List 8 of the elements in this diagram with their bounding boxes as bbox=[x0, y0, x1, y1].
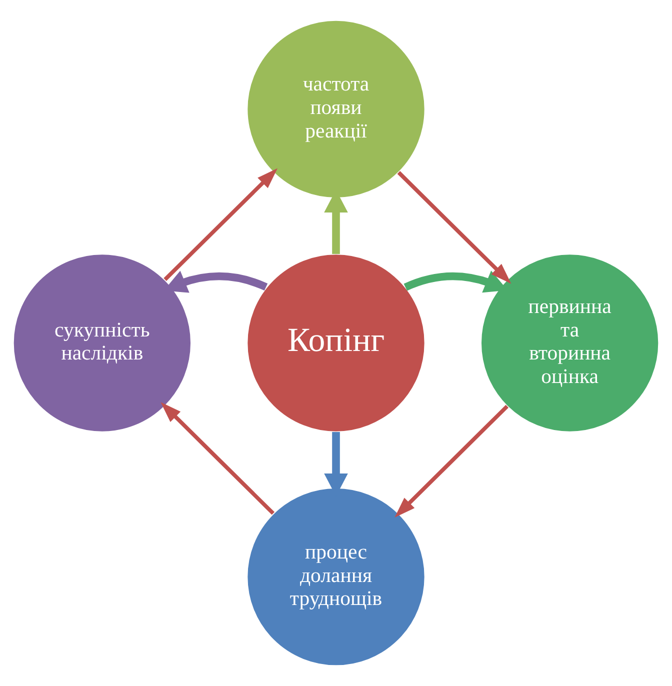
arrow bbox=[394, 404, 509, 518]
node-circle: процес долання труднощів bbox=[246, 487, 426, 666]
arrow bbox=[164, 168, 278, 281]
node-circle: частота появи реакції bbox=[246, 20, 426, 199]
arrow bbox=[160, 402, 275, 515]
arrow bbox=[397, 171, 512, 284]
node-circle: Копінг bbox=[246, 253, 426, 433]
node-circle: сукупність наслідків bbox=[12, 253, 192, 433]
